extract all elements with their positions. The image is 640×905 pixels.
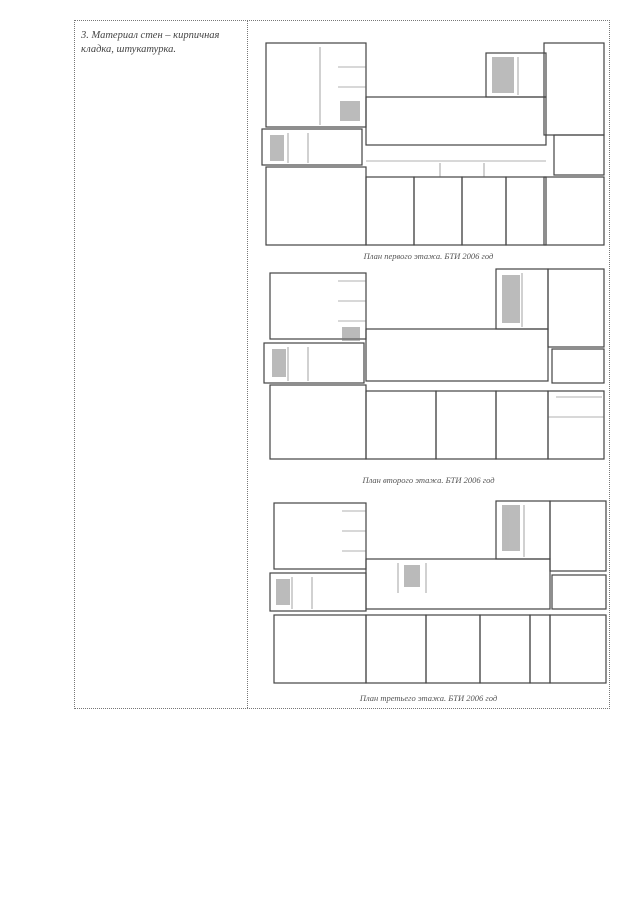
floor-plan-3: План третьего этажа. БТИ 2006 год [248, 497, 609, 705]
plans-cell: План первого этажа. БТИ 2006 год [248, 21, 609, 708]
floor-plan-2: План второго этажа. БТИ 2006 год [248, 267, 609, 489]
floor-plan-3-caption: План третьего этажа. БТИ 2006 год [359, 693, 498, 703]
description-cell: 3. Материал стен – кирпичная кладка, шту… [75, 21, 248, 708]
document-table: 3. Материал стен – кирпичная кладка, шту… [74, 20, 610, 709]
floor-plan-1: План первого этажа. БТИ 2006 год [248, 37, 609, 267]
floor-plan-3-drawing [269, 500, 607, 684]
floor-plan-2-drawing [263, 268, 605, 460]
wall-material-text: 3. Материал стен – кирпичная кладка, шту… [81, 30, 220, 55]
floor-plan-1-caption: План первого этажа. БТИ 2006 год [363, 251, 494, 261]
floor-plan-2-caption: План второго этажа. БТИ 2006 год [362, 475, 495, 485]
floor-plan-1-drawing [261, 42, 605, 246]
